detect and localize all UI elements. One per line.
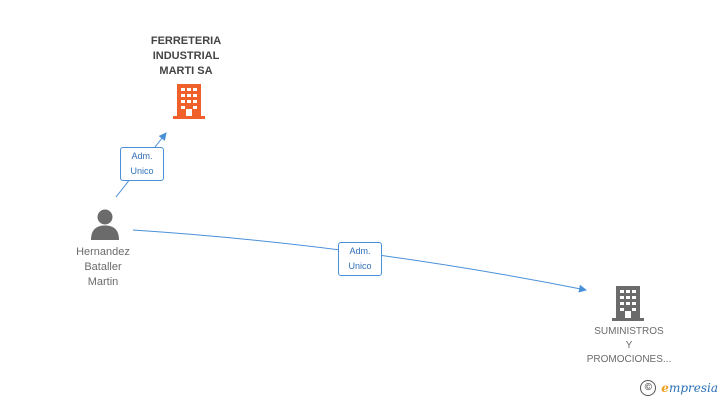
edge-label-line1: Adm. xyxy=(349,246,371,256)
company-2-name-line2: Y xyxy=(625,340,633,351)
building-icon[interactable] xyxy=(172,82,206,120)
person-icon[interactable] xyxy=(90,208,120,240)
building-icon[interactable] xyxy=(612,284,644,322)
edge-label-line2: Unico xyxy=(348,261,372,271)
main-company-name[interactable]: FERRETERIA INDUSTRIAL MARTI SA xyxy=(126,34,246,79)
copyright-icon: © xyxy=(640,380,657,396)
company-2-name-line3: PROMOCIONES... xyxy=(586,354,672,365)
person-name-line3: Martin xyxy=(87,276,119,288)
person-name-line1: Hernandez xyxy=(76,246,130,258)
main-company-name-line3: MARTI SA xyxy=(159,65,213,77)
main-company-name-line2: INDUSTRIAL xyxy=(152,50,220,62)
edge-label-line1: Adm. xyxy=(131,151,153,161)
person-name-line2: Bataller xyxy=(84,261,122,273)
brand-logo[interactable]: empresia xyxy=(661,381,718,395)
edge-label-line2: Unico xyxy=(130,166,154,176)
main-company-name-line1: FERRETERIA xyxy=(150,35,222,47)
edge-label-person-main-company: Adm. Unico xyxy=(120,147,164,181)
brand-logo-e: e xyxy=(661,381,669,395)
footer-brand: © empresia xyxy=(640,380,718,396)
company-2-name-line1: SUMINISTROS xyxy=(594,326,664,337)
person-name[interactable]: Hernandez Bataller Martin xyxy=(58,245,148,290)
company-2-name[interactable]: SUMINISTROS Y PROMOCIONES... xyxy=(569,325,689,367)
edge-label-person-company-2: Adm. Unico xyxy=(338,242,382,276)
brand-logo-text: mpresia xyxy=(668,381,718,395)
